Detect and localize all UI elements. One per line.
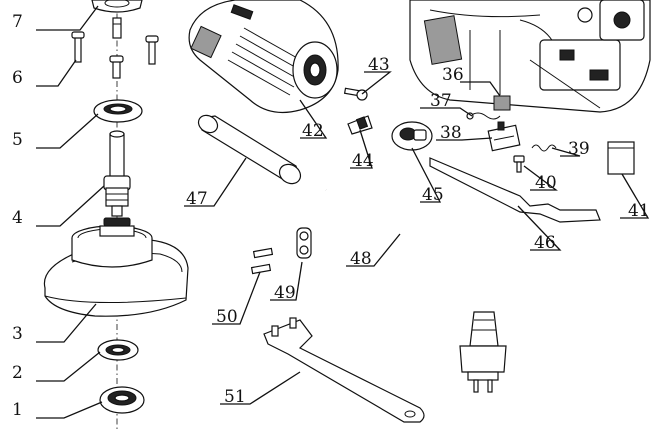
label-part-6: 6 (12, 68, 23, 88)
capacitor-part (607, 141, 635, 175)
switch-body-part (487, 121, 521, 152)
label-part-51: 51 (224, 387, 246, 407)
screw-43-part (343, 87, 368, 101)
label-part-46: 46 (534, 233, 556, 253)
bearing-ring-part (93, 99, 143, 123)
label-part-40: 40 (535, 173, 557, 193)
block-36-part (493, 95, 511, 111)
label-part-41: 41 (628, 201, 650, 221)
label-part-7: 7 (12, 12, 23, 32)
spindle-shaft-part (103, 130, 131, 217)
inner-flange-part (97, 339, 139, 361)
leader-lines (36, 5, 650, 419)
center-pin-part (112, 17, 122, 39)
spring-part (531, 144, 557, 152)
label-part-50: 50 (216, 307, 238, 327)
label-part-42: 42 (302, 121, 324, 141)
cord-clamp-part (296, 227, 312, 259)
label-part-3: 3 (12, 324, 23, 344)
spindle-nut-part (91, 0, 143, 13)
label-part-2: 2 (12, 363, 23, 383)
label-part-43: 43 (368, 55, 390, 75)
label-part-48: 48 (350, 249, 372, 269)
motor-housing-part (409, 0, 651, 113)
label-part-39: 39 (568, 139, 590, 159)
label-part-47: 47 (186, 189, 208, 209)
label-part-36: 36 (442, 65, 464, 85)
gear-housing-part (188, 0, 339, 113)
outer-flange-part (99, 386, 145, 414)
switch-slider-part (347, 115, 373, 135)
switch-rod-part (429, 157, 601, 223)
label-part-44: 44 (352, 151, 374, 171)
screws-part (71, 31, 159, 79)
label-part-1: 1 (12, 400, 23, 420)
screws-50-part (250, 247, 274, 275)
screw-40-part (513, 155, 525, 173)
label-part-45: 45 (422, 185, 444, 205)
wheel-guard-part (43, 217, 189, 317)
label-part-49: 49 (274, 283, 296, 303)
side-handle-part (197, 114, 302, 185)
spring-clip-part (466, 112, 501, 120)
label-part-4: 4 (12, 208, 23, 228)
label-part-38: 38 (440, 123, 462, 143)
power-cord-part (325, 188, 507, 393)
label-part-37: 37 (430, 91, 452, 111)
switch-button-part (391, 121, 433, 151)
spanner-part (263, 317, 425, 423)
label-part-5: 5 (12, 130, 23, 150)
